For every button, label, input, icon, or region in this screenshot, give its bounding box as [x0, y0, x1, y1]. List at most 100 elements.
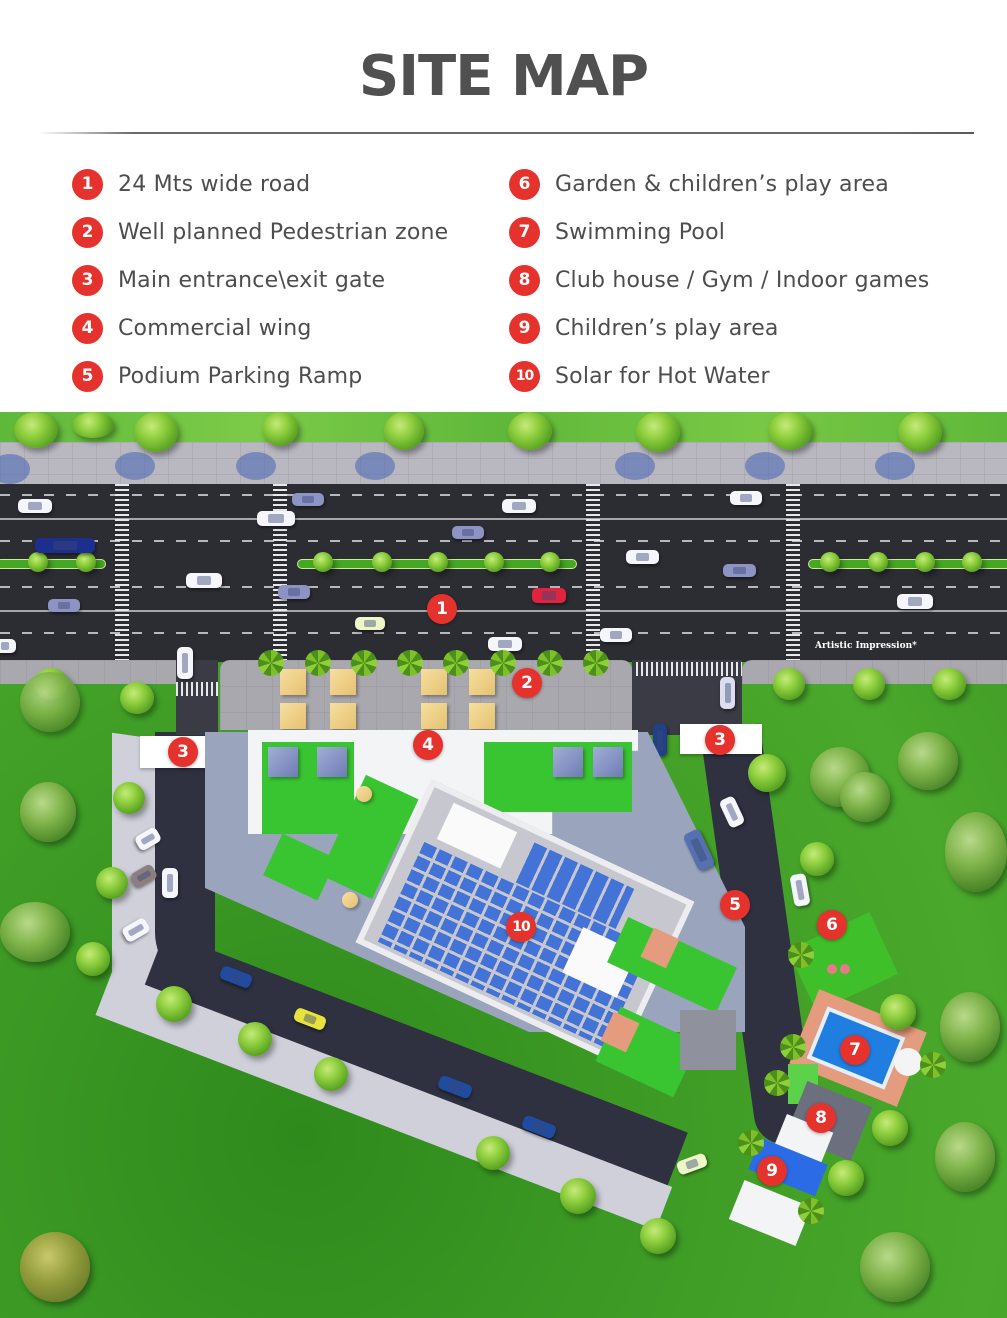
crosswalk	[176, 682, 218, 696]
map-marker[interactable]: 5	[720, 890, 750, 920]
car-icon	[0, 639, 16, 653]
tree-icon	[860, 1232, 930, 1302]
tree-icon	[238, 1022, 272, 1056]
page-title: SITE MAP	[358, 44, 649, 109]
tree-icon	[20, 1232, 90, 1302]
legend-item: 10 Solar for Hot Water	[509, 352, 929, 400]
car-icon	[653, 724, 667, 756]
map-marker[interactable]: 6	[817, 910, 847, 940]
tree-icon	[748, 754, 786, 792]
umbrella-icon	[330, 669, 356, 695]
number-badge: 7	[509, 216, 540, 248]
gazebo-icon	[268, 747, 298, 777]
tree-icon	[0, 902, 70, 962]
map-marker[interactable]: 10	[506, 912, 536, 942]
car-icon	[488, 637, 522, 651]
umbrella-icon	[469, 703, 495, 729]
tree-icon	[384, 412, 424, 450]
car-icon	[177, 647, 193, 679]
tree-icon	[872, 1110, 908, 1146]
lane-marking	[0, 540, 1007, 542]
legend-label: Podium Parking Ramp	[118, 363, 363, 389]
legend-label: Children’s play area	[555, 315, 779, 341]
palm-tree-icon	[305, 650, 331, 676]
umbrella-icon	[342, 892, 358, 908]
map-marker[interactable]: 7	[840, 1035, 870, 1065]
legend-label: Swimming Pool	[555, 219, 726, 245]
umbrella-icon	[280, 669, 306, 695]
tree-icon	[935, 1122, 995, 1192]
palm-tree-icon	[798, 1198, 824, 1224]
legend-right-column: 6 Garden & children’s play area 7 Swimmi…	[509, 160, 929, 400]
umbrella-icon	[421, 703, 447, 729]
map-marker[interactable]: 3	[705, 725, 735, 755]
lane-marking	[0, 518, 1007, 520]
median-strip	[0, 559, 106, 569]
car-icon	[626, 550, 659, 564]
number-badge: 6	[509, 168, 540, 200]
palm-tree-icon	[920, 1052, 946, 1078]
map-marker[interactable]: 1	[427, 594, 457, 624]
tree-icon	[372, 552, 392, 572]
car-icon	[452, 526, 484, 539]
palm-tree-icon	[351, 650, 377, 676]
tree-icon	[28, 552, 48, 572]
map-marker[interactable]: 8	[806, 1103, 836, 1133]
crosswalk	[636, 662, 742, 676]
umbrella-icon	[421, 669, 447, 695]
number-badge: 9	[509, 312, 540, 344]
gazebo-icon	[593, 747, 623, 777]
legend-item: 8 Club house / Gym / Indoor games	[509, 256, 929, 304]
car-icon	[355, 617, 385, 630]
tree-icon	[113, 782, 145, 814]
number-badge: 5	[72, 360, 103, 392]
site-map: 1 Artistic Impression* 2 3 3	[0, 412, 1007, 1318]
car-icon	[897, 594, 933, 609]
number-badge: 4	[72, 312, 103, 344]
legend-label: Commercial wing	[118, 315, 312, 341]
car-icon	[292, 493, 324, 506]
tree-icon	[20, 672, 80, 732]
car-icon	[789, 872, 811, 908]
legend-item: 6 Garden & children’s play area	[509, 160, 929, 208]
tree-icon	[915, 552, 935, 572]
palm-tree-icon	[764, 1070, 790, 1096]
tree-icon	[20, 782, 76, 842]
tree-icon	[156, 986, 192, 1022]
tree-icon	[932, 668, 966, 700]
crosswalk	[586, 484, 600, 662]
map-marker[interactable]: 3	[168, 737, 198, 767]
palm-tree-icon	[258, 650, 284, 676]
palm-tree-icon	[490, 650, 516, 676]
tree-shadow	[115, 452, 155, 480]
legend-label: Well planned Pedestrian zone	[118, 219, 449, 245]
legend-item: 5 Podium Parking Ramp	[72, 352, 448, 400]
car-icon	[186, 573, 222, 588]
legend-item: 1 24 Mts wide road	[72, 160, 448, 208]
gazebo-icon	[553, 747, 583, 777]
bus-icon	[35, 538, 95, 553]
tree-icon	[76, 552, 96, 572]
tree-icon	[636, 412, 680, 452]
tree-icon	[262, 412, 298, 446]
sidewalk	[0, 660, 176, 684]
legend-label: Main entrance\exit gate	[118, 267, 386, 293]
palm-tree-icon	[397, 650, 423, 676]
car-icon	[257, 511, 295, 526]
car-icon	[532, 588, 566, 603]
number-badge: 10	[509, 360, 540, 392]
legend-label: Solar for Hot Water	[555, 363, 770, 389]
map-marker[interactable]: 2	[512, 668, 542, 698]
tree-icon	[120, 682, 154, 714]
title-divider	[38, 132, 974, 134]
tree-icon	[828, 1160, 864, 1196]
legend-label: Club house / Gym / Indoor games	[555, 267, 930, 293]
number-badge: 8	[509, 264, 540, 296]
palm-tree-icon	[583, 650, 609, 676]
tree-icon	[314, 1057, 348, 1091]
palm-tree-icon	[443, 650, 469, 676]
map-marker[interactable]: 4	[413, 730, 443, 760]
play-equipment-icon	[840, 964, 850, 974]
tree-icon	[962, 552, 982, 572]
map-marker[interactable]: 9	[757, 1156, 787, 1186]
